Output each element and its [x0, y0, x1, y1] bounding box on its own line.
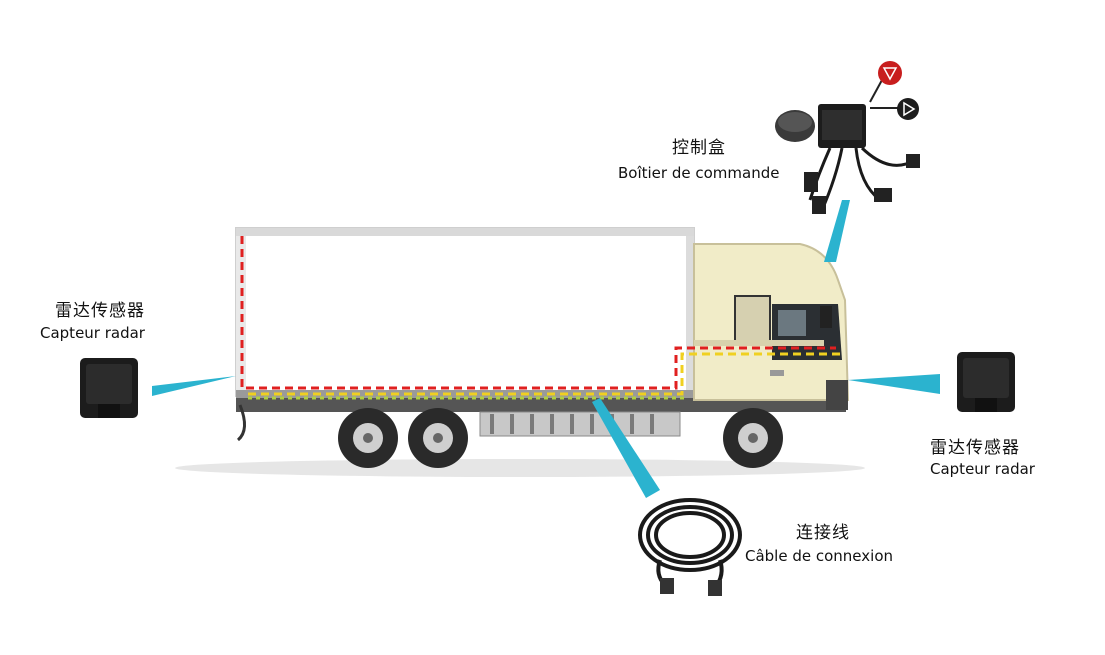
connection-cable-icon — [638, 498, 742, 596]
control-box-pointer — [824, 200, 850, 262]
warning-button-icon — [878, 61, 902, 85]
cargo-box — [235, 227, 695, 400]
truck-cab — [693, 243, 850, 410]
cable-label-zh: 连接线 — [796, 523, 850, 543]
front-sensor-label-fr: Capteur radar — [930, 460, 1035, 478]
rear-radar-sensor-icon — [80, 358, 138, 418]
ground-shadow — [175, 459, 865, 477]
front-radar-sensor-icon — [957, 352, 1015, 412]
rear-sensor-label-zh: 雷达传感器 — [55, 301, 145, 321]
cable-pointer — [592, 398, 660, 498]
rear-sensor-label-fr: Capteur radar — [40, 324, 145, 342]
control-box-icon — [775, 61, 920, 214]
rear-sensor-pointer — [152, 376, 236, 396]
wheels — [338, 408, 783, 468]
pointers — [152, 200, 940, 498]
control-box-label-fr: Boîtier de commande — [618, 164, 780, 182]
control-box-label-zh: 控制盒 — [672, 138, 726, 158]
chassis — [236, 398, 846, 442]
front-sensor-pointer — [848, 374, 940, 394]
wiring-path — [240, 236, 840, 400]
cable-label-fr: Câble de connexion — [745, 547, 894, 565]
play-button-icon — [897, 98, 919, 120]
front-sensor-label-zh: 雷达传感器 — [930, 438, 1020, 458]
